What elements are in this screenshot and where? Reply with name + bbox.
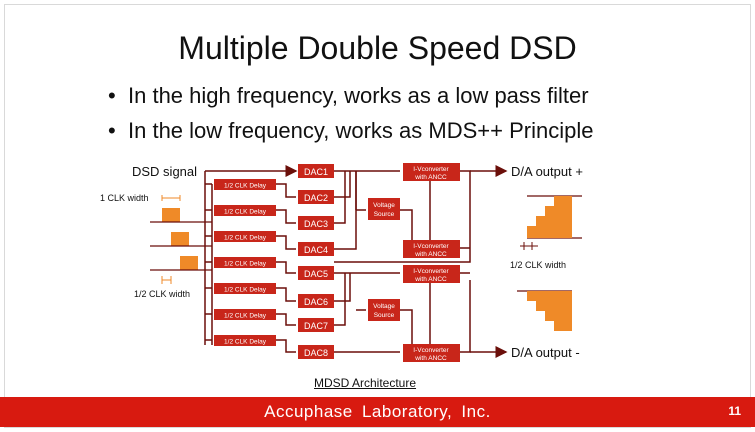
dac-label: DAC7 <box>304 321 328 331</box>
delay-block: 1/2 CLK Delay <box>214 283 276 294</box>
converter-label-1: I-Vconverter <box>413 243 449 250</box>
converter-label-2: with ANCC <box>414 174 447 181</box>
delay-block: 1/2 CLK Delay <box>214 205 276 216</box>
dac-block: DAC3 <box>298 216 334 230</box>
half-clk-width-label-right: 1/2 CLK width <box>510 260 566 270</box>
dac-block: DAC8 <box>298 345 334 359</box>
half-clk-arrow-icon <box>161 276 172 284</box>
output-plus-label: D/A output + <box>511 164 583 179</box>
wiring <box>204 165 508 358</box>
dac-label: DAC6 <box>304 297 328 307</box>
dac-label: DAC1 <box>304 167 328 177</box>
dsd-signal-label: DSD signal <box>132 164 197 179</box>
pulse-1 <box>162 208 180 222</box>
voltage-source-block: Voltage Source <box>368 299 400 321</box>
voltage-label-2: Source <box>374 211 395 218</box>
half-clk-width-label: 1/2 CLK width <box>134 289 190 299</box>
voltage-label-1: Voltage <box>373 303 395 310</box>
footer-company: Accuphase Laboratory, Inc. <box>264 402 491 421</box>
pulse-3 <box>180 256 198 270</box>
dac-outputs-top <box>334 170 400 250</box>
delay-block: 1/2 CLK Delay <box>214 257 276 268</box>
half-clk-arrow-icon <box>520 242 538 250</box>
delay-block: 1/2 CLK Delay <box>214 179 276 190</box>
delay-label: 1/2 CLK Delay <box>224 287 267 294</box>
converter-label-1: I-Vconverter <box>413 268 449 275</box>
dac-block: DAC6 <box>298 294 334 308</box>
dac-label: DAC8 <box>304 348 328 358</box>
footer-bar: Accuphase Laboratory, Inc. 11 <box>0 397 755 427</box>
dac-block: DAC4 <box>298 242 334 256</box>
delay-label: 1/2 CLK Delay <box>224 261 267 268</box>
dac-block: DAC7 <box>298 318 334 332</box>
delay-block: 1/2 CLK Delay <box>214 335 276 346</box>
diagram-caption: MDSD Architecture <box>314 376 417 390</box>
delay-label: 1/2 CLK Delay <box>224 235 267 242</box>
dac-outputs-mid <box>334 272 400 326</box>
bullet-dot-icon: • <box>108 118 116 143</box>
delay-label: 1/2 CLK Delay <box>224 183 267 190</box>
delay-to-dac <box>276 183 296 353</box>
voltage-label-2: Source <box>374 312 395 319</box>
delay-label: 1/2 CLK Delay <box>224 313 267 320</box>
bullet-dot-icon: • <box>108 83 116 108</box>
output-minus-label: D/A output - <box>511 345 580 360</box>
converter-label-2: with ANCC <box>414 276 447 283</box>
dac-blocks: DAC1 DAC2 DAC3 DAC4 DAC5 DAC6 DAC7 DAC8 <box>298 164 334 359</box>
clk-width-arrow-icon <box>161 195 181 201</box>
pulse-2 <box>171 232 189 246</box>
dac-label: DAC2 <box>304 193 328 203</box>
slide-frame <box>4 4 751 428</box>
delay-block: 1/2 CLK Delay <box>214 231 276 242</box>
voltage-label-1: Voltage <box>373 202 395 209</box>
bullet-item: • In the low frequency, works as MDS++ Pr… <box>108 117 593 152</box>
delay-block: 1/2 CLK Delay <box>214 309 276 320</box>
converter-label-1: I-Vconverter <box>413 347 449 354</box>
bullet-text: In the low frequency, works as MDS++ Pri… <box>128 118 594 143</box>
converter-label-2: with ANCC <box>414 355 447 362</box>
voltage-source-block: Voltage Source <box>368 198 400 220</box>
delay-taps <box>205 183 212 341</box>
dac-label: DAC4 <box>304 245 328 255</box>
converter-label-2: with ANCC <box>414 251 447 258</box>
delay-label: 1/2 CLK Delay <box>224 339 267 346</box>
dac-block: DAC2 <box>298 190 334 204</box>
output-plus-staircase <box>520 195 582 250</box>
input-pulse-waveforms <box>150 195 212 284</box>
page-number: 11 <box>728 404 741 418</box>
delay-blocks: 1/2 CLK Delay 1/2 CLK Delay 1/2 CLK Dela… <box>214 179 276 346</box>
voltage-links <box>355 171 413 352</box>
clk-width-label: 1 CLK width <box>100 193 149 203</box>
dac-block: DAC1 <box>298 164 334 178</box>
bullet-text: In the high frequency, works as a low pa… <box>128 83 589 108</box>
output-minus-staircase <box>517 290 572 331</box>
slide-title: Multiple Double Speed DSD <box>178 30 577 66</box>
dac-label: DAC5 <box>304 269 328 279</box>
conv-feedback <box>334 170 471 353</box>
dac-block: DAC5 <box>298 266 334 280</box>
bullet-item: • In the high frequency, works as a low p… <box>108 82 593 117</box>
converter-label-1: I-Vconverter <box>413 166 449 173</box>
dac-label: DAC3 <box>304 219 328 229</box>
delay-label: 1/2 CLK Delay <box>224 209 267 216</box>
bullet-list: • In the high frequency, works as a low p… <box>108 82 593 152</box>
